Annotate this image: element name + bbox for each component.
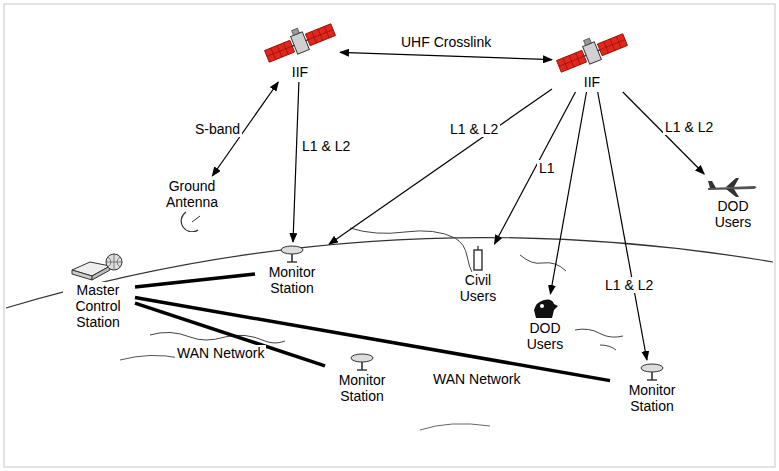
icon xyxy=(156,210,228,232)
control-station-icon xyxy=(70,252,126,282)
icon xyxy=(327,352,397,372)
edge-label: WAN Network xyxy=(175,345,266,361)
icon xyxy=(448,246,508,272)
frame xyxy=(4,4,775,467)
coastline xyxy=(150,332,285,343)
node-label: Monitor Station xyxy=(257,264,327,296)
coastline xyxy=(420,424,490,430)
edge-label: L1 & L2 xyxy=(603,277,655,293)
signal-link xyxy=(329,89,552,244)
island xyxy=(600,345,616,350)
satellite: IIF xyxy=(262,22,338,80)
ground-antenna: Ground Antenna xyxy=(156,178,228,232)
icon xyxy=(554,32,630,74)
island xyxy=(575,329,623,337)
icon xyxy=(262,22,338,64)
node-label: IIF xyxy=(290,64,310,80)
node-label: DOD Users xyxy=(515,320,575,352)
icon xyxy=(63,252,133,282)
node-label: DOD Users xyxy=(698,198,768,230)
satellite-icon xyxy=(262,22,338,64)
satellite-icon xyxy=(554,32,630,74)
edge-label: L1 xyxy=(537,160,557,176)
edge-label: UHF Crosslink xyxy=(399,34,493,50)
edge-label: L1 & L2 xyxy=(300,138,352,154)
wan-link xyxy=(135,298,610,381)
ground-antenna-icon xyxy=(180,210,204,232)
aircraft-icon xyxy=(706,176,760,198)
signal-link xyxy=(550,92,586,294)
monitor-station-icon xyxy=(349,352,375,372)
edge-label: S-band xyxy=(193,121,242,137)
icon xyxy=(698,176,768,198)
edge-label: L1 & L2 xyxy=(663,119,715,135)
master-control-station: Master Control Station xyxy=(63,252,133,330)
node-label: Monitor Station xyxy=(327,372,397,404)
monitor-station: Monitor Station xyxy=(327,352,397,404)
signal-link xyxy=(340,52,552,59)
icon xyxy=(515,296,575,320)
monitor-station-icon xyxy=(639,362,665,382)
icon xyxy=(257,244,327,264)
edge-label: L1 & L2 xyxy=(448,121,500,137)
dod-user: DOD Users xyxy=(698,176,768,230)
signal-link xyxy=(293,82,299,242)
signal-link xyxy=(598,92,647,360)
icon xyxy=(612,362,692,382)
monitor-station: Monitor Station xyxy=(257,244,327,296)
edge-label: WAN Network xyxy=(431,371,522,387)
node-label: Master Control Station xyxy=(63,282,133,330)
node-label: Civil Users xyxy=(448,272,508,304)
node-label: IIF xyxy=(582,74,602,90)
node-label: Ground Antenna xyxy=(156,178,228,210)
monitor-station-icon xyxy=(279,244,305,264)
civil-user: Civil Users xyxy=(448,246,508,304)
monitor-station: Monitor Station xyxy=(612,362,692,414)
satellite: IIF xyxy=(554,32,630,90)
dod-ground-user-icon xyxy=(530,296,560,320)
civil-receiver-icon xyxy=(472,246,484,272)
wan-link xyxy=(135,274,255,287)
dod-user: DOD Users xyxy=(515,296,575,352)
coastline xyxy=(520,255,566,271)
node-label: Monitor Station xyxy=(612,382,692,414)
